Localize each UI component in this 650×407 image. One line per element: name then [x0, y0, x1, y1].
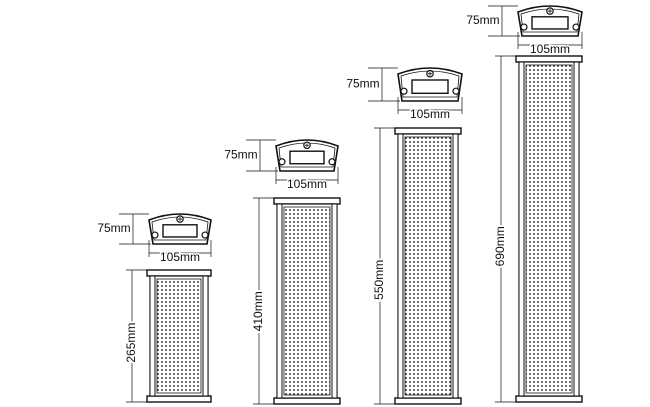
- speaker-front-view: 410mm: [249, 197, 341, 405]
- speaker-top-view: 75mm 105mm: [97, 213, 212, 266]
- height-label: 265mm: [124, 323, 138, 363]
- side-rail: [276, 203, 283, 399]
- screw-icon: [328, 158, 336, 166]
- bottom-cap: [273, 397, 341, 405]
- speaker-4: 75mm 105mm 690mm: [466, 5, 583, 403]
- depth-label: 75mm: [224, 148, 257, 162]
- screw-icon: [452, 87, 460, 95]
- grille: [156, 278, 202, 394]
- speaker-1: 75mm 105mm 265mm: [97, 213, 212, 403]
- mounting-plate: [411, 79, 449, 95]
- height-label: 550mm: [372, 260, 386, 300]
- mounting-plate: [531, 16, 569, 30]
- speaker-front-view: 690mm: [491, 55, 583, 403]
- grille: [404, 136, 452, 396]
- speaker-2: 75mm 105mm 410mm: [224, 139, 341, 405]
- mounting-plate: [289, 150, 325, 165]
- width-label: 105mm: [287, 177, 327, 191]
- speaker-front-view: 550mm: [370, 127, 462, 405]
- width-label: 105mm: [410, 107, 450, 121]
- screw-icon: [201, 231, 209, 239]
- screw-slot: [428, 71, 432, 76]
- screw-slot: [305, 143, 309, 148]
- top-cap: [273, 197, 341, 205]
- screw-slot: [178, 217, 182, 222]
- bottom-cap: [515, 395, 583, 403]
- mounting-plate: [162, 224, 198, 238]
- speaker-top-view: 75mm 105mm: [224, 139, 339, 193]
- height-label: 690mm: [493, 226, 507, 266]
- top-view-inner-line: [278, 142, 336, 168]
- side-rail: [202, 275, 209, 397]
- speaker-3: 75mm 105mm 550mm: [346, 67, 463, 405]
- side-rail: [397, 133, 404, 399]
- screw-icon: [400, 87, 408, 95]
- side-rail: [518, 61, 525, 397]
- screw-icon: [151, 231, 159, 239]
- top-cap: [515, 55, 583, 63]
- screw-icon: [572, 23, 580, 31]
- width-label: 105mm: [530, 42, 570, 56]
- top-view-inner-line: [400, 70, 460, 98]
- side-rail: [149, 275, 156, 397]
- side-rail: [331, 203, 338, 399]
- speaker-top-view: 75mm 105mm: [346, 67, 463, 123]
- top-cap: [394, 127, 462, 135]
- screw-icon: [278, 158, 286, 166]
- top-view-inner-line: [151, 216, 209, 241]
- screw-icon: [520, 23, 528, 31]
- depth-label: 75mm: [466, 13, 499, 27]
- bottom-cap: [394, 397, 462, 405]
- side-rail: [452, 133, 459, 399]
- side-rail: [573, 61, 580, 397]
- height-label: 410mm: [251, 291, 265, 331]
- depth-label: 75mm: [97, 221, 130, 235]
- grille: [525, 64, 573, 394]
- top-view-inner-line: [520, 8, 580, 33]
- width-label: 105mm: [160, 250, 200, 264]
- grille: [283, 206, 331, 396]
- speaker-front-view: 265mm: [122, 269, 212, 403]
- top-cap: [146, 269, 212, 277]
- screw-slot: [548, 9, 552, 14]
- bottom-cap: [146, 395, 212, 403]
- speaker-top-view: 75mm 105mm: [466, 5, 583, 58]
- depth-label: 75mm: [346, 77, 379, 91]
